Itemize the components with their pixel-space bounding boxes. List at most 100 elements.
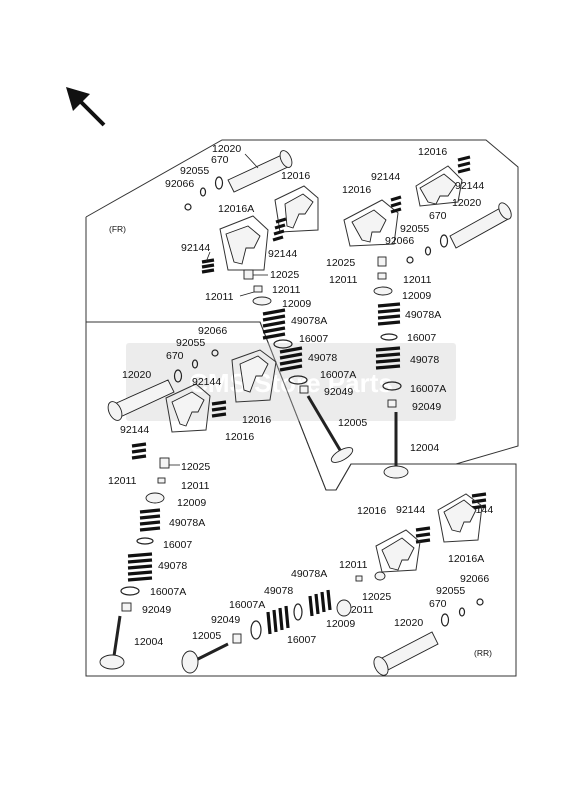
label-92055-top: 92055 bbox=[180, 165, 209, 177]
label-12011-top-r: 12011 bbox=[272, 284, 301, 296]
valve-12005-bottom bbox=[181, 642, 229, 674]
spring-92144-bottom-a bbox=[471, 492, 487, 510]
label-12016-bottom: 12016 bbox=[357, 505, 386, 517]
rocker-arm-topleft bbox=[225, 225, 261, 265]
label-49078-left: 49078 bbox=[158, 560, 187, 572]
label-12009-right: 12009 bbox=[402, 290, 431, 302]
rocker-box-left-a bbox=[231, 349, 277, 403]
spring-49078a-left bbox=[139, 508, 161, 532]
keeper-12011-right bbox=[377, 272, 387, 280]
label-12011-left-r: 12011 bbox=[181, 480, 210, 492]
label-12005-center: 12005 bbox=[338, 417, 367, 429]
tag-front: (FR) bbox=[109, 224, 126, 234]
label-92144-left-b: 92144 bbox=[120, 424, 149, 436]
seal-92049-center bbox=[299, 385, 309, 394]
label-92144-left-a: 92144 bbox=[192, 376, 221, 388]
label-12025-top: 12025 bbox=[270, 269, 299, 281]
label-49078-right: 49078 bbox=[410, 354, 439, 366]
label-12020-top: 12020 bbox=[212, 143, 241, 155]
label-12020-bottom: 12020 bbox=[394, 617, 423, 629]
label-92066-right: 92066 bbox=[385, 235, 414, 247]
label-12011-top-l: 12011 bbox=[205, 291, 234, 303]
label-12016-left-b: 12016 bbox=[225, 431, 254, 443]
shim-12025-left bbox=[159, 457, 170, 469]
keeper-12011-bottom bbox=[355, 575, 363, 582]
seal-92049-right bbox=[387, 399, 397, 408]
rocker-arm-bottom-b bbox=[381, 537, 415, 571]
label-12009-left: 12009 bbox=[177, 497, 206, 509]
label-92049-right: 92049 bbox=[412, 401, 441, 413]
label-12009-bottom: 12009 bbox=[326, 618, 355, 630]
label-12020-right: 12020 bbox=[452, 197, 481, 209]
label-12025-right: 12025 bbox=[326, 257, 355, 269]
spring-49078a-bottom bbox=[308, 589, 332, 617]
label-92144-topright-b: 92144 bbox=[455, 180, 484, 192]
label-92144-top-b: 92144 bbox=[181, 242, 210, 254]
label-12016-topright: 12016 bbox=[342, 184, 371, 196]
label-670-bottom: 670 bbox=[429, 598, 447, 610]
keeper-12011-left bbox=[157, 477, 166, 484]
label-49078a-center: 49078A bbox=[291, 315, 327, 327]
label-12016-farright: 12016 bbox=[418, 146, 447, 158]
spring-49078a-center bbox=[262, 308, 286, 340]
label-12025-bottom: 12025 bbox=[362, 591, 391, 603]
seal-92049-bottom bbox=[232, 633, 242, 644]
rocker-shaft bbox=[227, 150, 293, 193]
label-49078a-bottom: 49078A bbox=[291, 568, 327, 580]
spring-92144-top-b bbox=[201, 258, 215, 274]
label-92055-right: 92055 bbox=[400, 223, 429, 235]
label-16007-left: 16007 bbox=[163, 539, 192, 551]
seat-16007a-bottom bbox=[250, 620, 262, 640]
label-92144-top-a: 92144 bbox=[268, 248, 297, 260]
label-16007a-bottom: 16007A bbox=[229, 599, 265, 611]
retainer-12009-bottom bbox=[336, 599, 352, 617]
label-92049-center: 92049 bbox=[324, 386, 353, 398]
label-12011-right-l: 12011 bbox=[329, 274, 358, 286]
valve-12004-left bbox=[99, 615, 125, 670]
spring-49078-bottom bbox=[266, 605, 290, 635]
keeper-12011-top bbox=[253, 285, 263, 293]
label-12025-left: 12025 bbox=[181, 461, 210, 473]
label-92144-topright-a: 92144 bbox=[371, 171, 400, 183]
label-92049-left: 92049 bbox=[142, 604, 171, 616]
rocker-box-topright bbox=[343, 199, 399, 247]
label-12011-bottom: 12011 bbox=[345, 604, 374, 616]
label-12004-right: 12004 bbox=[410, 442, 439, 454]
label-12005-bottom: 12005 bbox=[192, 630, 221, 642]
label-16007-center: 16007 bbox=[299, 333, 328, 345]
valve-12004-right bbox=[383, 412, 409, 479]
label-16007-right: 16007 bbox=[407, 332, 436, 344]
label-92066-left: 92066 bbox=[198, 325, 227, 337]
rocker-arm-topright bbox=[351, 209, 387, 243]
label-92144-bottom-b: 92144 bbox=[396, 504, 425, 516]
label-12020-left: 12020 bbox=[122, 369, 151, 381]
label-12011-bottom-top: 12011 bbox=[339, 559, 368, 571]
rocker-shaft-left bbox=[107, 379, 175, 421]
label-12016-left-a: 12016 bbox=[242, 414, 271, 426]
label-92049-bottom: 92049 bbox=[211, 614, 240, 626]
spring-92144-topright-b bbox=[457, 155, 471, 174]
rocker-box-farright bbox=[415, 165, 463, 207]
direction-arrow-icon bbox=[66, 87, 106, 127]
spring-49078a-right bbox=[377, 302, 401, 326]
seal-92049-left bbox=[121, 602, 132, 612]
retainer-12009-left bbox=[145, 492, 165, 504]
retainer-12009-right bbox=[373, 286, 393, 296]
rocker-box-left-b bbox=[165, 383, 211, 433]
spring-92144-top-a bbox=[272, 217, 287, 242]
rocker-arm-bottom-a bbox=[443, 499, 477, 533]
label-12011-left-l: 12011 bbox=[108, 475, 137, 487]
shim-12025-top bbox=[243, 269, 254, 280]
label-16007a-center: 16007A bbox=[320, 369, 356, 381]
label-16007-bottom: 16007 bbox=[287, 634, 316, 646]
label-16007a-right: 16007A bbox=[410, 383, 446, 395]
label-49078-bottom: 49078 bbox=[264, 585, 293, 597]
label-670-top: 670 bbox=[211, 154, 229, 166]
label-49078a-left: 49078A bbox=[169, 517, 205, 529]
label-670-right: 670 bbox=[429, 210, 447, 222]
rocker-shaft-right bbox=[449, 202, 512, 249]
label-49078-center: 49078 bbox=[308, 352, 337, 364]
spring-92144-topright-a bbox=[390, 195, 402, 214]
